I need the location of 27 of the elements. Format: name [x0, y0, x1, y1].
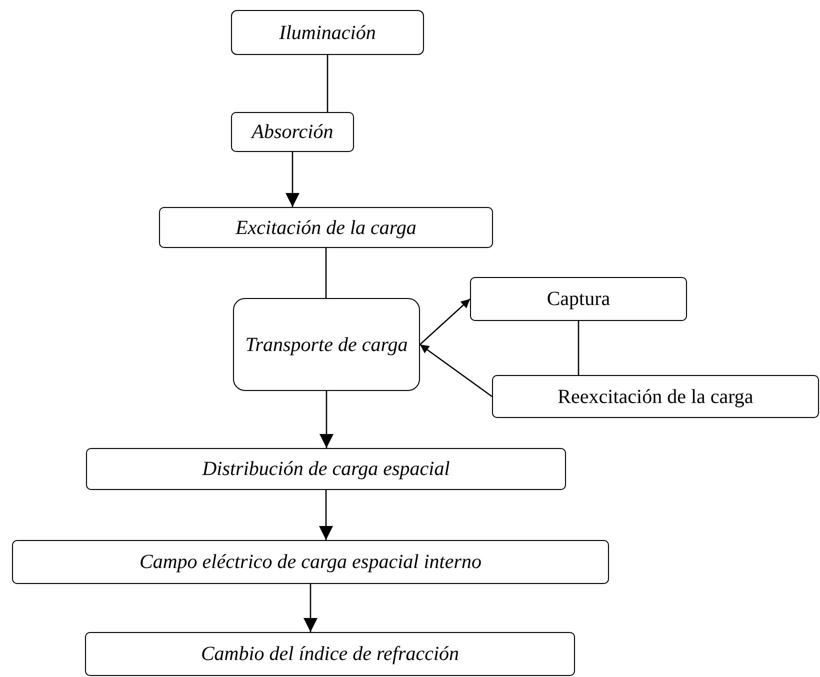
process-box [492, 375, 819, 418]
connector-line [578, 321, 580, 375]
arrow [304, 584, 318, 632]
arrow [320, 391, 334, 448]
box-label: Campo eléctrico de carga espacial interno [140, 550, 482, 575]
box-label: Distribución de carga espacial [202, 457, 450, 482]
box-label: Absorción [252, 120, 334, 145]
arrow [319, 490, 333, 540]
process-box [12, 540, 609, 584]
process-box [470, 277, 687, 321]
process-box [231, 112, 354, 152]
process-box [159, 207, 493, 248]
box-label: Captura [546, 287, 610, 312]
process-box [233, 298, 420, 391]
box-label: Excitación de la carga [236, 216, 416, 240]
box-label: Transporte de carga [245, 332, 408, 358]
arrow [420, 344, 492, 398]
box-label: Reexcitación de la carga [558, 384, 754, 410]
process-box [86, 448, 566, 490]
arrow [286, 152, 300, 207]
arrow [420, 298, 470, 345]
connector-line [325, 248, 327, 298]
connector-line [326, 55, 328, 112]
process-box [85, 632, 575, 676]
box-label: Cambio del índice de refracción [200, 642, 460, 667]
process-box [231, 10, 424, 55]
box-label: Iluminación [279, 20, 376, 46]
